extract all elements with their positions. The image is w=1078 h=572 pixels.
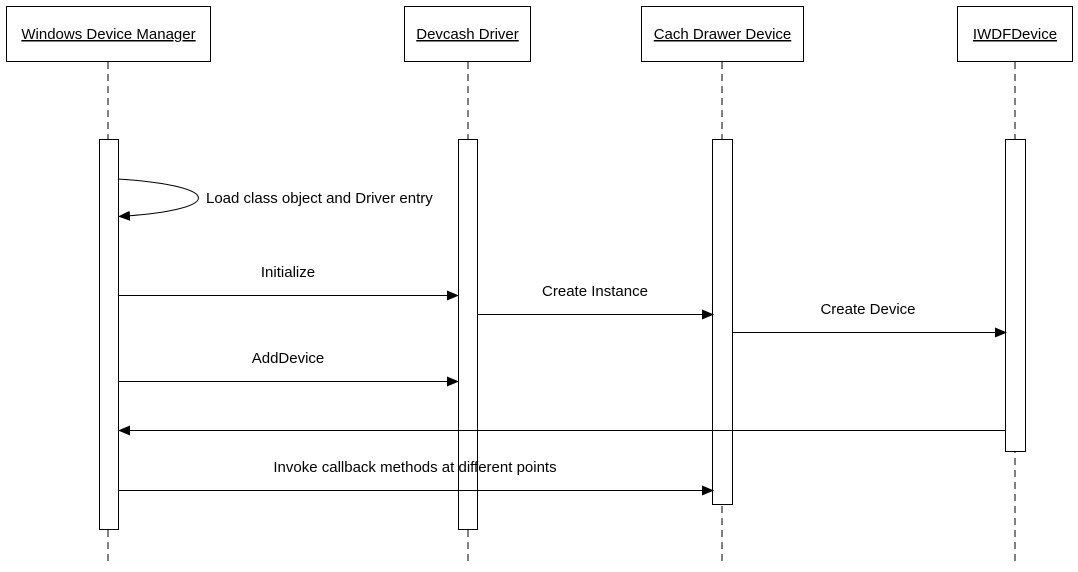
- message-create-device: Create Device: [732, 301, 1007, 338]
- activation-iwdfdevice: [1005, 139, 1026, 452]
- message-adddevice: AddDevice: [118, 350, 459, 387]
- message-label: Create Device: [820, 301, 915, 318]
- participant-windows-device-manager: Windows Device Manager: [6, 6, 211, 62]
- participant-label: Windows Device Manager: [21, 26, 195, 43]
- participant-label: IWDFDevice: [973, 26, 1057, 43]
- participant-label: Cach Drawer Device: [654, 26, 792, 43]
- message-label: AddDevice: [252, 350, 325, 367]
- participant-devcash-driver: Devcash Driver: [404, 6, 531, 62]
- participant-iwdfdevice: IWDFDevice: [957, 6, 1073, 62]
- participant-cach-drawer-device: Cach Drawer Device: [641, 6, 804, 62]
- message-label: Load class object and Driver entry: [206, 190, 433, 207]
- activation-windows-device-manager: [99, 139, 119, 530]
- activation-cach-drawer-device: [712, 139, 733, 505]
- message-label: Invoke callback methods at different poi…: [273, 459, 556, 476]
- message-invoke-callbacks: Invoke callback methods at different poi…: [118, 459, 714, 496]
- message-label: Initialize: [261, 264, 315, 281]
- activation-devcash-driver: [458, 139, 478, 530]
- message-self-load: Load class object and Driver entry: [118, 178, 433, 221]
- message-initialize: Initialize: [118, 264, 459, 301]
- participant-label: Devcash Driver: [416, 26, 519, 43]
- message-label: Create Instance: [542, 283, 648, 300]
- message-create-instance: Create Instance: [477, 283, 714, 320]
